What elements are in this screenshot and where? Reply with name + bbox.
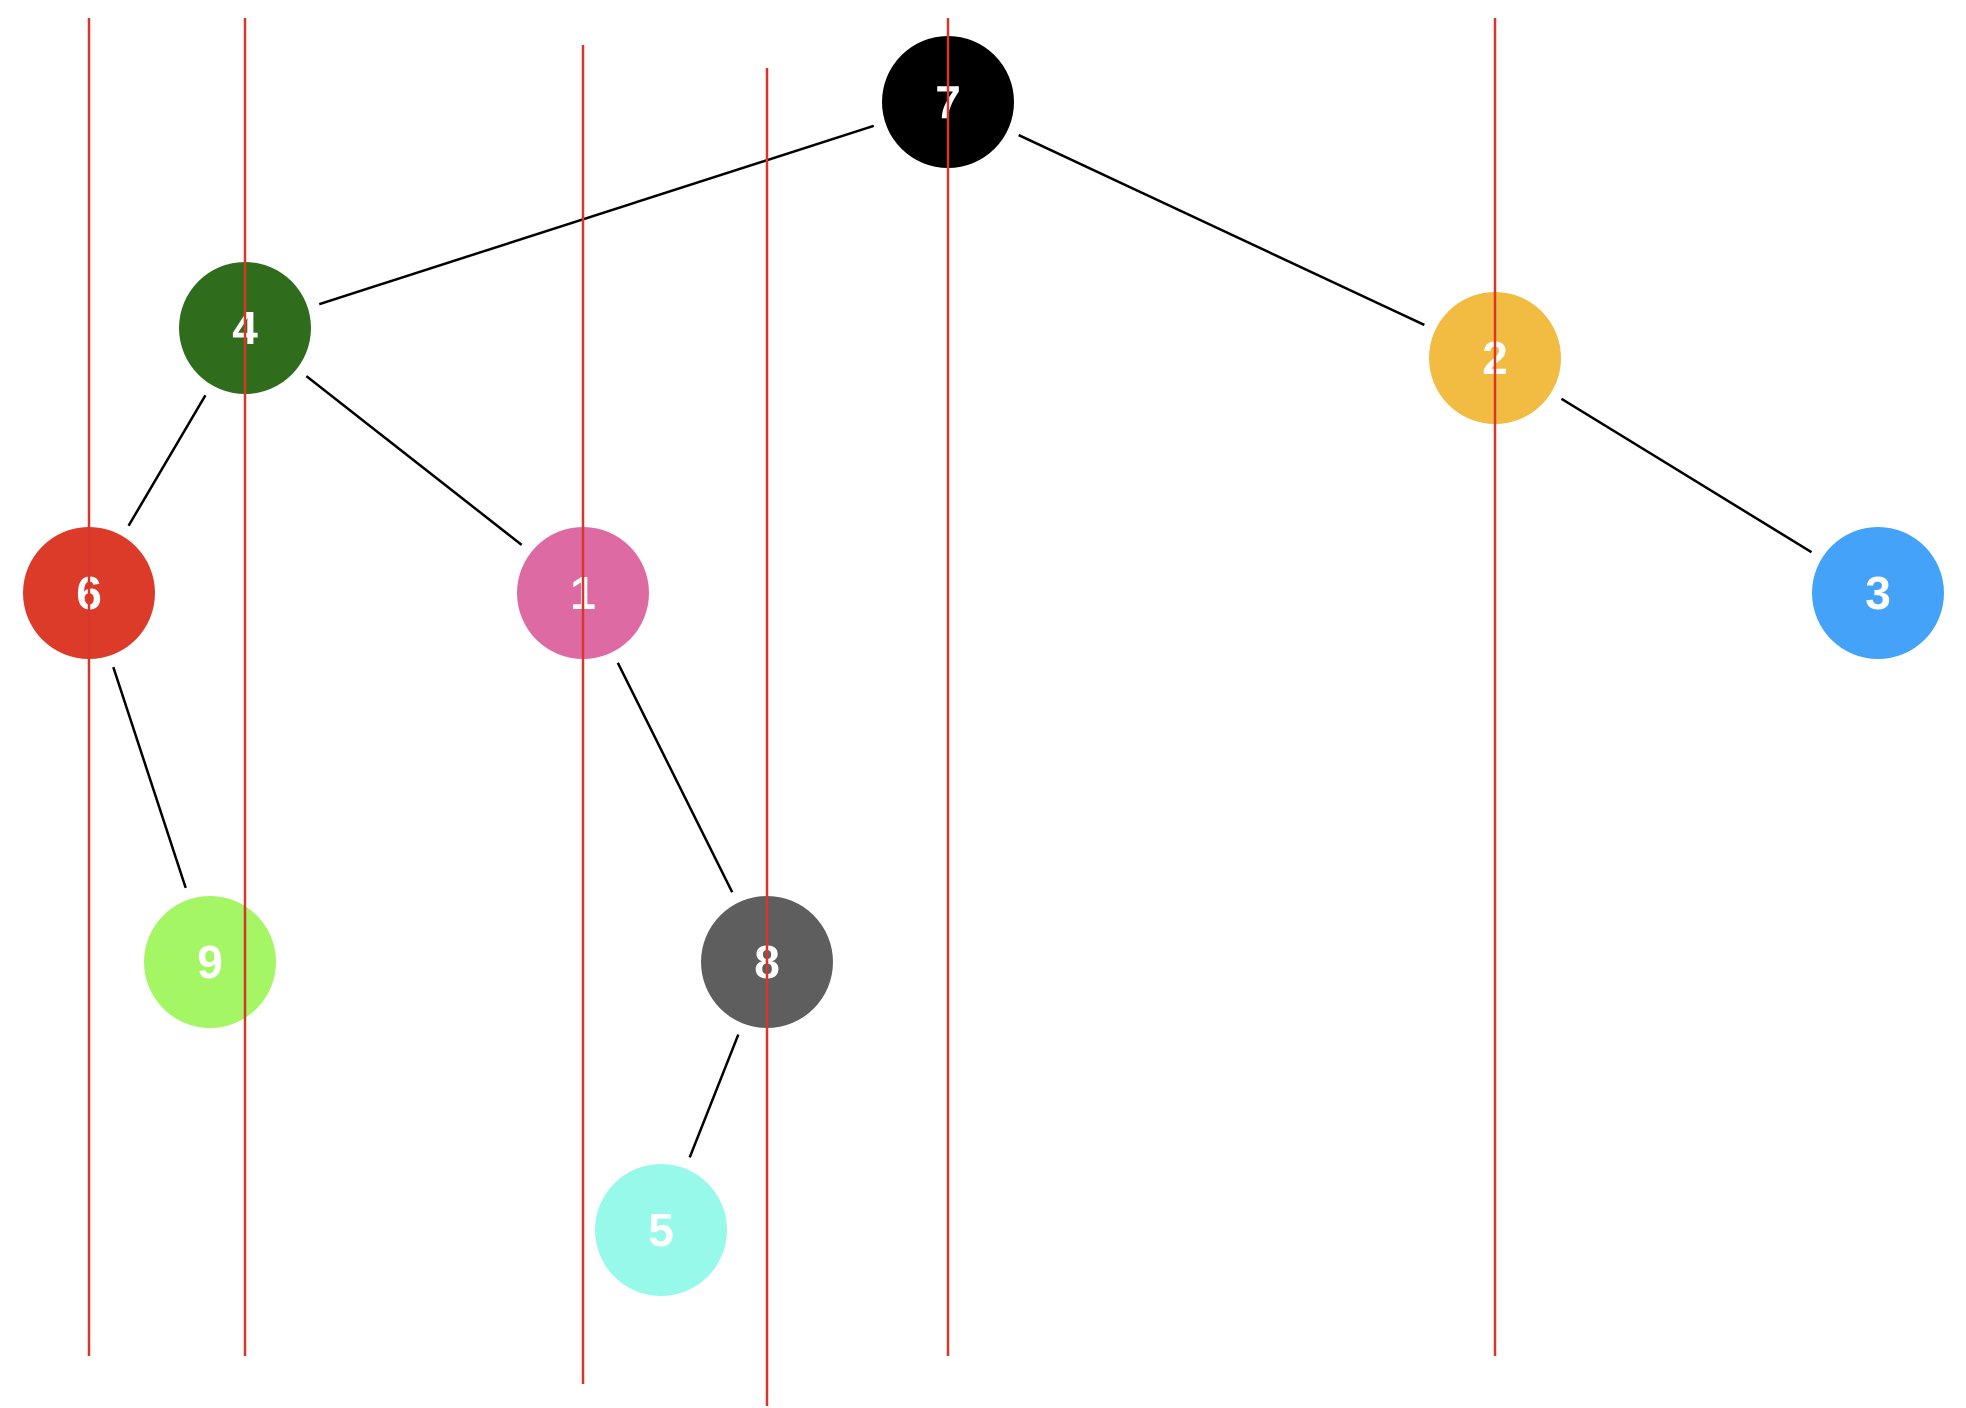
edge-6-9 [112, 666, 187, 889]
edge-4-6 [127, 394, 207, 527]
tree-edges [112, 124, 1813, 1158]
node-circle-5 [595, 1164, 727, 1296]
edge-7-4 [318, 124, 875, 306]
tree-node-3: 3 [1812, 527, 1944, 659]
node-circle-3 [1812, 527, 1944, 659]
edge-2-3 [1560, 397, 1813, 554]
edge-1-8 [616, 662, 734, 893]
node-label-9: 9 [197, 936, 223, 988]
vertical-guide-lines [87, 18, 1497, 1406]
node-label-3: 3 [1865, 567, 1891, 619]
edge-8-5 [688, 1034, 740, 1158]
tree-node-9: 9 [144, 896, 276, 1028]
edge-4-1 [305, 375, 523, 546]
edge-7-2 [1018, 133, 1425, 327]
tree-node-5: 5 [595, 1164, 727, 1296]
node-circle-9 [144, 896, 276, 1028]
node-label-5: 5 [648, 1204, 674, 1256]
